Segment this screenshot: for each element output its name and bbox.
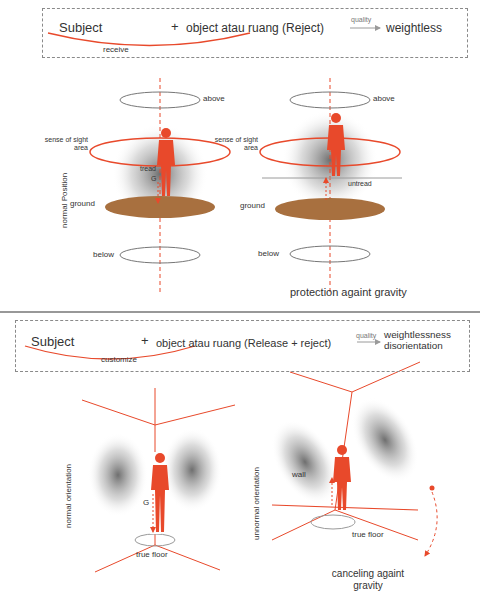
area-label: sense of sight area [206,136,258,152]
side-label: unnormal orientation [252,467,261,540]
floor-label: true floor [136,550,168,559]
plane-label: below [258,249,279,258]
ground-label: ground [70,199,95,208]
quality-arrow [357,342,380,343]
plus-sign: + [171,20,179,35]
plane-label: above [373,94,395,103]
plane-label: above [203,94,225,103]
subject-text: Subject [31,335,74,350]
action-label: receive [103,45,129,54]
quality-label: quality [356,332,376,340]
gravity-label: G [143,498,149,507]
separator [0,311,480,312]
caption-label: protection againt gravity [290,286,407,299]
plane-label: below [93,250,114,259]
quality-arrow [350,28,380,29]
result-text: weightless [386,22,442,36]
side-label: normal Position [60,173,69,228]
unnormal-orientation-figure [258,362,437,556]
gravity-label: G [151,175,156,183]
caption-label: canceling againt gravity [318,568,418,591]
quality-label: quality [351,16,371,24]
object-text: object atau ruang (Reject) [186,22,324,36]
object-text: object atau ruang (Release + reject) [156,337,331,350]
action-label: customize [101,355,137,364]
area-label: sense of sight area [36,136,88,152]
subject-text: Subject [59,21,102,36]
formula-box: Subject + object atau ruang (Reject) qualit… [42,8,468,58]
force-label: untread [348,180,372,188]
formula-box: Subject + object atau ruang (Release + rej… [15,320,470,372]
result-text: weightlessness disorientation [384,329,468,352]
normal-orientation-figure [82,388,235,572]
floor-label: true floor [352,530,384,539]
plus-sign: + [141,334,149,349]
normal-position-figure [90,78,230,292]
force-label: tread [140,165,156,173]
side-label: normal orientation [64,464,73,528]
ground-label: ground [240,201,265,210]
wall-label: wall [292,470,306,479]
protection-figure [260,78,402,292]
